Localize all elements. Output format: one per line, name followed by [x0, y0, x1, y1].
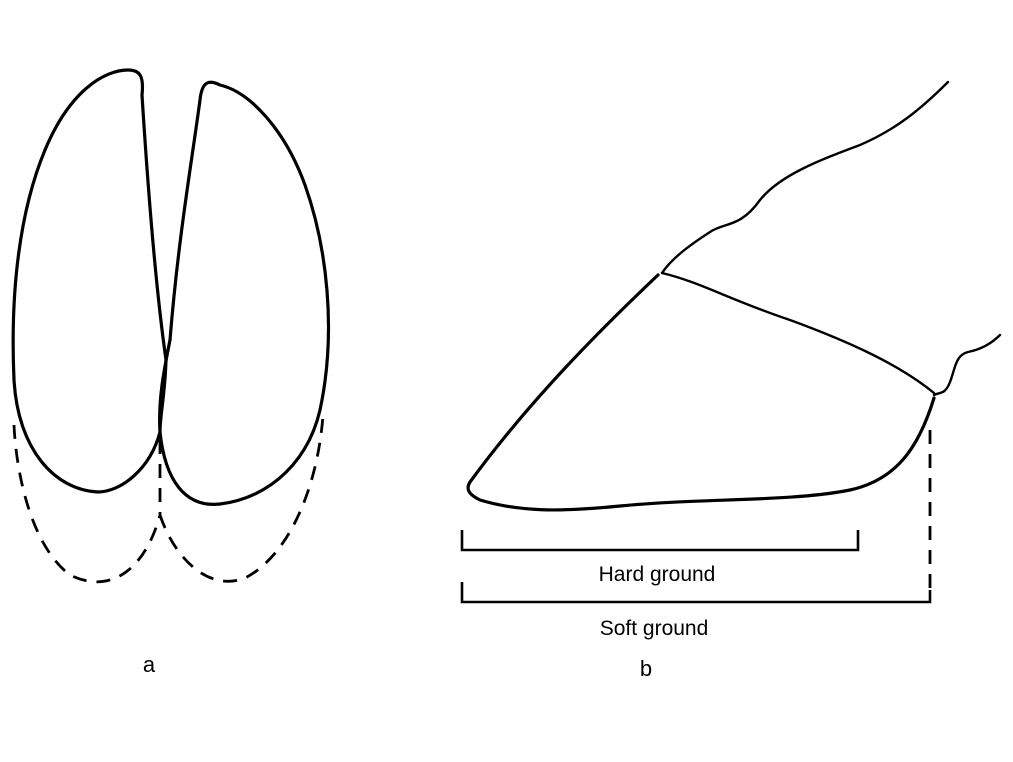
- right-claw-soft-extension: [158, 414, 325, 583]
- panel-a-label: a: [143, 652, 156, 677]
- soft-ground-bracket: [460, 582, 932, 604]
- leg-heel-contour: [932, 333, 1002, 397]
- hoof-wall-and-sole: [466, 273, 936, 512]
- hard-ground-bracket: [460, 530, 860, 552]
- panel-b-label: b: [640, 656, 652, 681]
- left-claw-soft-extension: [12, 424, 162, 584]
- hard-ground-label: Hard ground: [599, 563, 716, 586]
- panel-b: Hard ground Soft ground b: [460, 80, 1002, 681]
- coronary-band: [660, 271, 936, 395]
- panel-a: a: [11, 68, 331, 677]
- left-claw-outline: [11, 68, 168, 494]
- soft-ground-label: Soft ground: [600, 617, 709, 640]
- leg-front-contour: [660, 80, 950, 275]
- right-claw-outline: [158, 80, 331, 506]
